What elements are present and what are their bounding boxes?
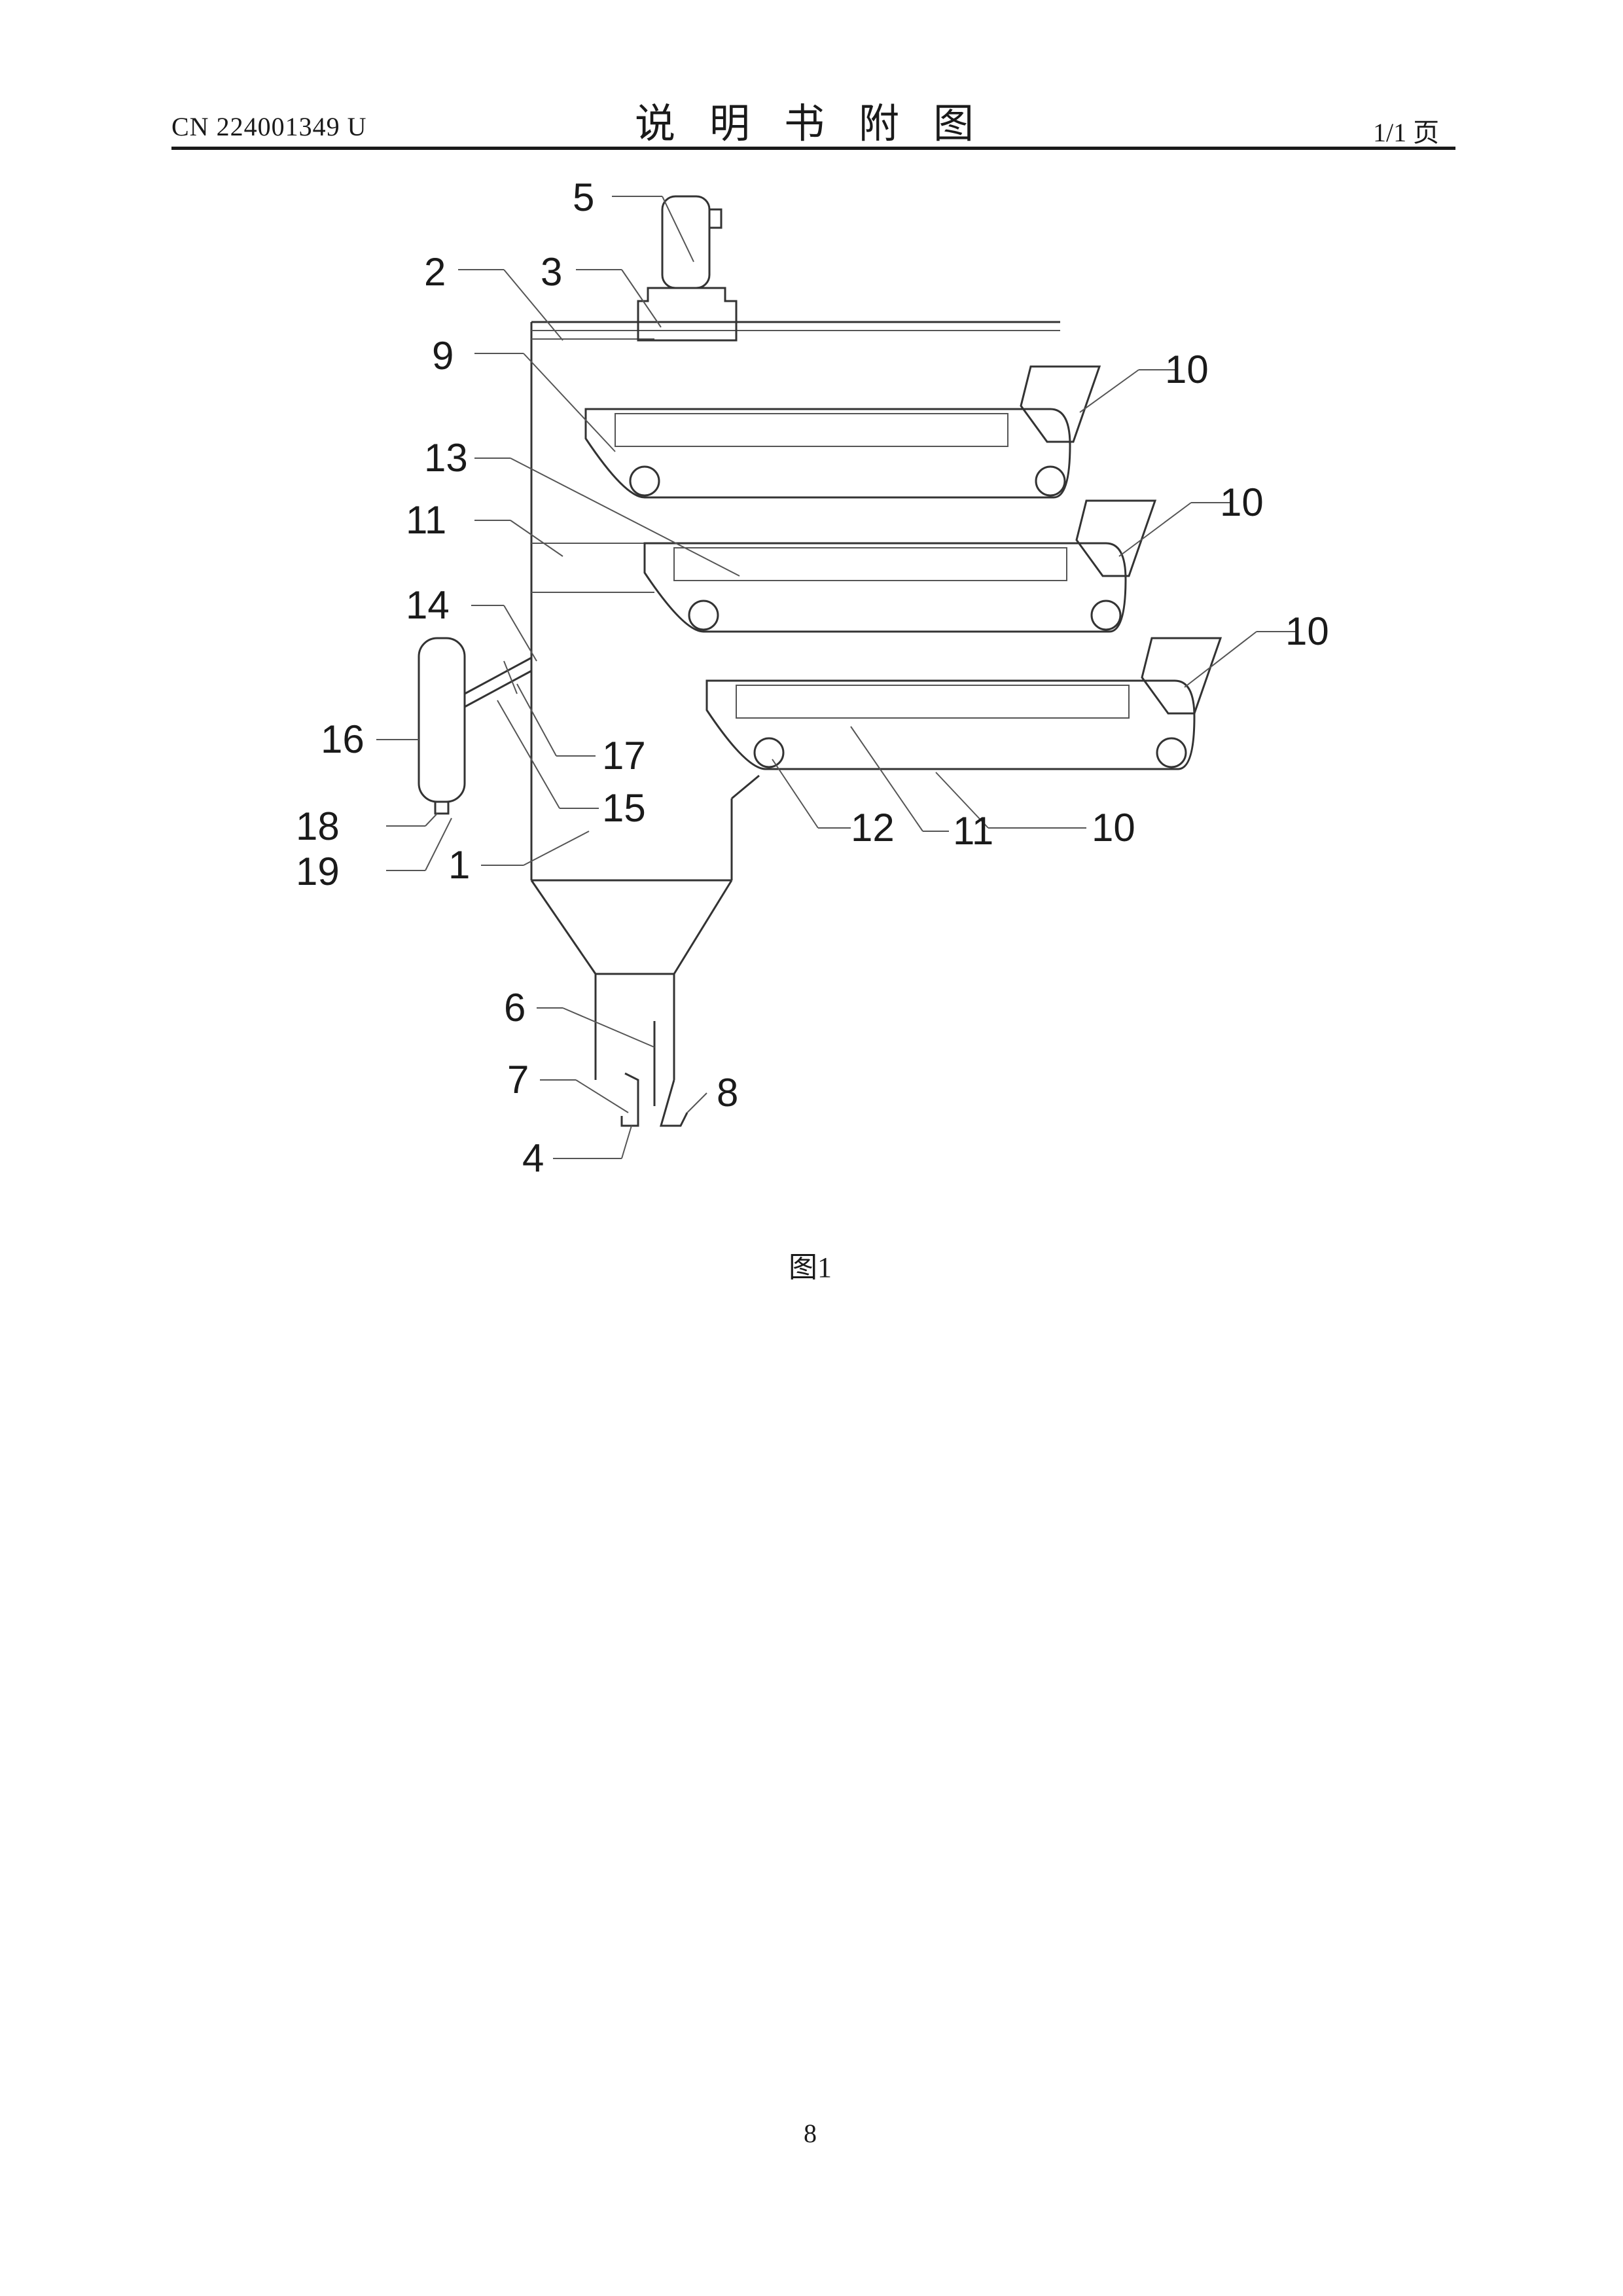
- label-21: 19: [296, 850, 340, 893]
- label-8: 8: [717, 1071, 738, 1115]
- label-14: 12: [851, 806, 895, 850]
- label-2: 2: [424, 250, 446, 294]
- label-10-c: 10: [1285, 609, 1329, 653]
- label-7: 7: [507, 1058, 529, 1102]
- tower-body: [531, 322, 1060, 1080]
- label-13: 11: [953, 809, 993, 853]
- label-19: 17: [602, 734, 646, 778]
- label-4: 4: [522, 1136, 544, 1180]
- label-10-a: 10: [1165, 348, 1209, 391]
- label-9: 9: [432, 334, 454, 378]
- top-motor: [638, 196, 736, 340]
- label-12: 10: [1092, 806, 1135, 850]
- conveyor-top: [586, 367, 1099, 497]
- label-5: 5: [573, 175, 594, 219]
- label-16: 14: [406, 583, 450, 627]
- label-18: 16: [321, 717, 365, 761]
- figure-caption: 图1: [789, 1244, 832, 1285]
- label-1: 1: [448, 843, 470, 887]
- conveyor-bottom: [707, 638, 1221, 769]
- page-number: 8: [804, 2118, 817, 2149]
- label-17: 15: [602, 786, 646, 830]
- label-10-b: 10: [1220, 480, 1264, 524]
- label-11: 11: [406, 498, 446, 542]
- side-tank: [419, 638, 531, 814]
- label-6: 6: [504, 986, 526, 1030]
- label-20: 18: [296, 804, 340, 848]
- label-15: 13: [424, 436, 468, 480]
- label-3: 3: [541, 250, 562, 294]
